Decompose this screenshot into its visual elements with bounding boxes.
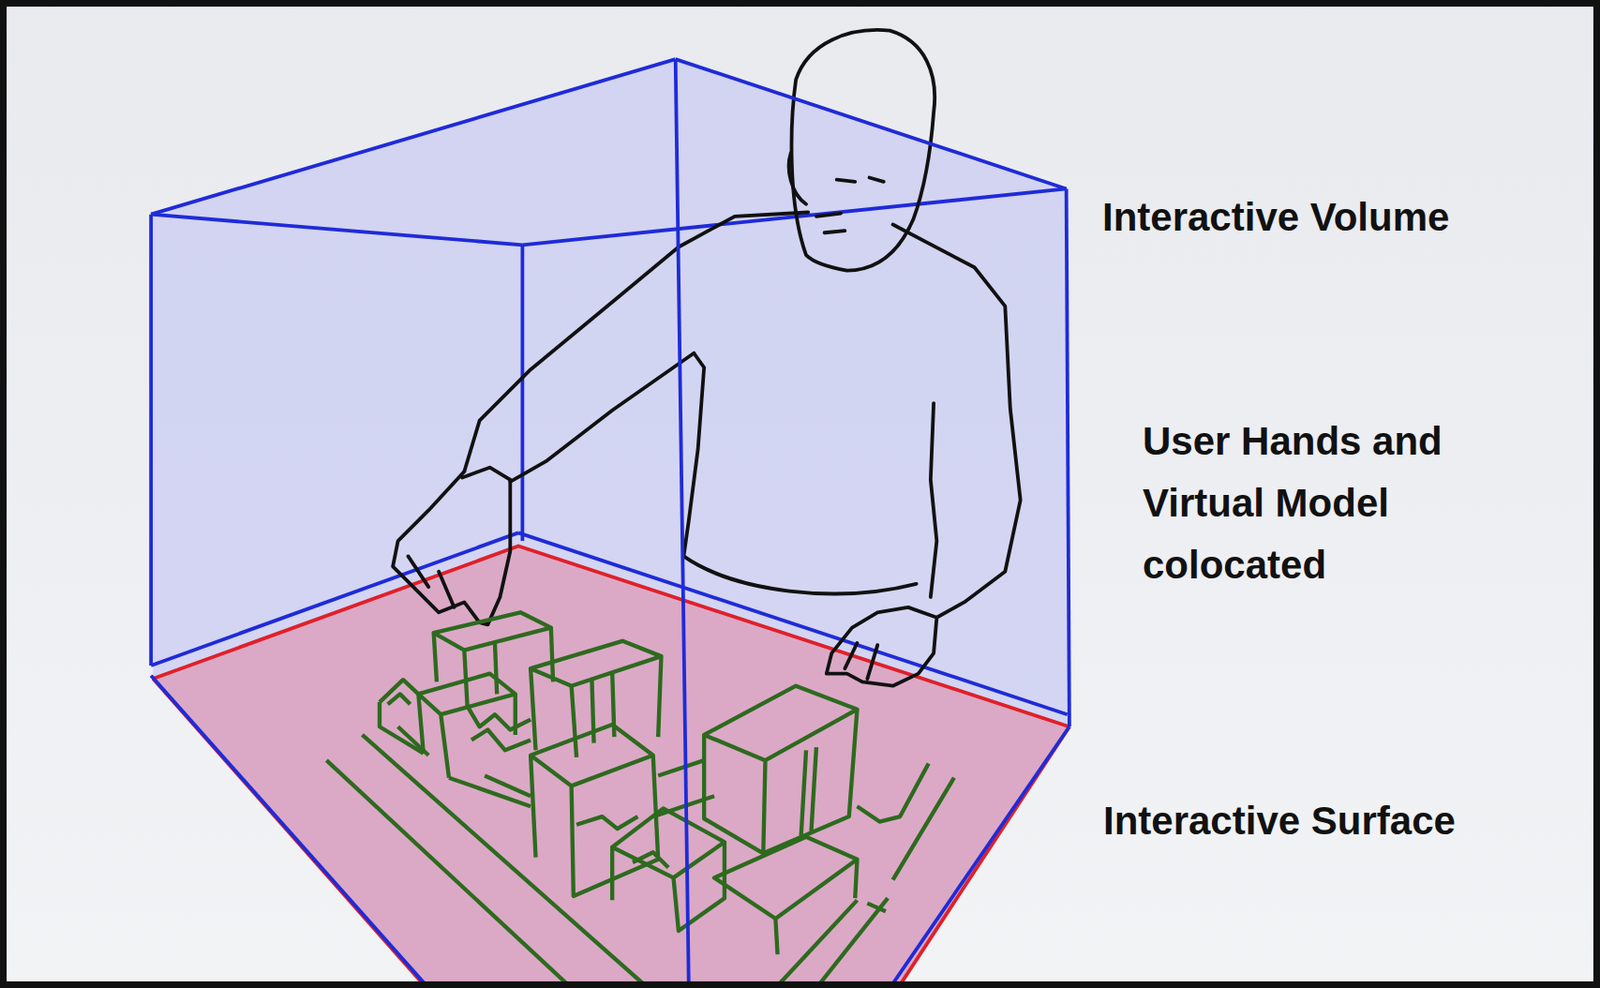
virtual-city-model <box>326 612 955 988</box>
annotation-label: Interactive Volume <box>1102 192 1450 243</box>
volume-front-edges <box>150 59 1070 988</box>
volume-fill <box>150 59 1070 988</box>
annotation-label: User Hands and Virtual Model colocated <box>1142 410 1546 597</box>
annotation-label: Interactive Surface <box>1103 795 1456 847</box>
surface-fill <box>152 546 1070 988</box>
volume-edges <box>150 188 1068 715</box>
surface-edges <box>152 546 1070 988</box>
user-figure <box>392 29 1021 687</box>
